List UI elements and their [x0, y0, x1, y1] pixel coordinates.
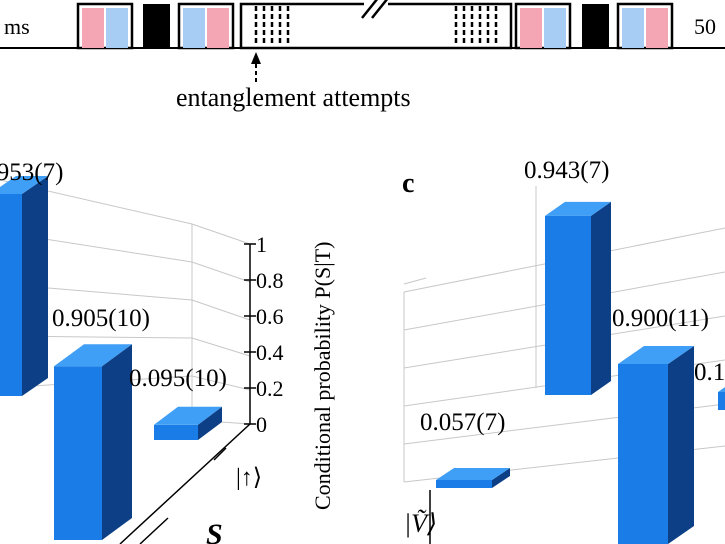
s-axis-label: S	[206, 518, 223, 544]
panel-c-bar-1-side	[492, 468, 510, 488]
blue-pulse	[622, 8, 644, 48]
z-tick-label: 0.8	[256, 268, 284, 293]
panel-c-bar-2-front	[545, 215, 591, 395]
panel-c-bar-label-3: 0.900(11)	[612, 305, 709, 332]
panel-b-bar-label-1: 0.953(7)	[0, 159, 63, 186]
z-tick-label: 0.6	[256, 304, 284, 329]
timeline-right-label: 50	[694, 14, 716, 39]
axis-break-icon	[361, 0, 389, 19]
panel-c-bar-label-2: 0.943(7)	[524, 157, 609, 184]
timeline-left-label: ms	[4, 14, 30, 39]
z-tick-label: 0	[256, 412, 267, 437]
panel-c-bar-1-top	[436, 468, 510, 480]
entanglement-block	[239, 2, 513, 50]
blue-pulse	[106, 8, 128, 48]
panel-b-bar-1-top	[0, 175, 48, 194]
pulse-timeline: ms 50	[0, 0, 725, 112]
panel-c-bar-1	[436, 468, 510, 488]
black-pulse	[582, 4, 609, 48]
panel-b-bar-2-front	[54, 366, 102, 540]
panel-b-bar-1-front	[0, 193, 22, 396]
panel-b-bar-1-side	[22, 175, 48, 396]
panel-c-bar-1-front	[436, 480, 492, 488]
panel-b-floor-edges	[119, 423, 251, 544]
panel-b-bar-3	[154, 406, 222, 440]
pink-pulse	[82, 8, 104, 48]
panel-c-bar-2-top	[545, 201, 611, 216]
z-tick-label: 1	[256, 232, 267, 257]
attempts-arrow-head	[251, 52, 261, 64]
v-tick-label: |Ṽ⟩	[404, 509, 437, 538]
panel-b-bar-3-side	[198, 406, 222, 440]
black-pulse	[143, 4, 170, 48]
panel-b-bar-3-top	[154, 406, 222, 425]
panel-c-bar-4-top	[718, 387, 725, 392]
panel-b-bar-3-front	[154, 424, 198, 440]
panel-c-bar-3-top	[618, 346, 694, 364]
pink-pulse	[646, 8, 668, 48]
panel-c-chart: c 0.057(7) 0.943(7) 0.900(11) 0.1 |Ṽ⟩	[402, 157, 725, 544]
z-tick-label: 0.2	[256, 376, 284, 401]
panel-c-bar-2	[545, 201, 611, 395]
s-tick-up: |↑⟩	[236, 465, 262, 491]
panel-c-bar-4-front	[718, 392, 725, 410]
pink-pulse	[207, 8, 229, 48]
panel-c-bar-3-front	[618, 364, 668, 544]
panel-b-bar-label-3: 0.095(10)	[129, 365, 227, 392]
panel-b-bar-2	[54, 344, 132, 540]
panel-c-bar-3	[618, 346, 694, 544]
panel-b-bar-1	[0, 175, 48, 396]
panel-c-bar-label-1: 0.057(7)	[420, 409, 505, 436]
panel-c-bar-2-side	[591, 201, 611, 395]
panel-c-bar-label-4: 0.1	[694, 359, 725, 386]
z-tick-label: 0.4	[256, 340, 284, 365]
attempts-label: entanglement attempts	[176, 83, 411, 112]
blue-pulse	[183, 8, 205, 48]
z-axis-label: Conditional probability P(S|T)	[310, 242, 335, 510]
panel-c-label: c	[402, 168, 414, 199]
panel-c-bar-3-side	[668, 346, 694, 544]
panel-b-chart: 0 0.2 0.4 0.6 0.8 1 0.953(7) 0.905(10) 0.095(10…	[0, 159, 335, 544]
attempt-dashes-right	[454, 6, 498, 46]
panel-b-bar-label-2: 0.905(10)	[52, 305, 150, 332]
attempt-dashes-left	[254, 6, 290, 46]
pink-pulse	[520, 8, 542, 48]
panel-b-z-axis: 0 0.2 0.4 0.6 0.8 1	[244, 232, 284, 437]
panel-b-bar-2-top	[54, 344, 132, 367]
blue-pulse	[544, 8, 566, 48]
panel-b-bar-2-side	[102, 344, 132, 540]
panel-c-bar-4	[718, 387, 725, 410]
